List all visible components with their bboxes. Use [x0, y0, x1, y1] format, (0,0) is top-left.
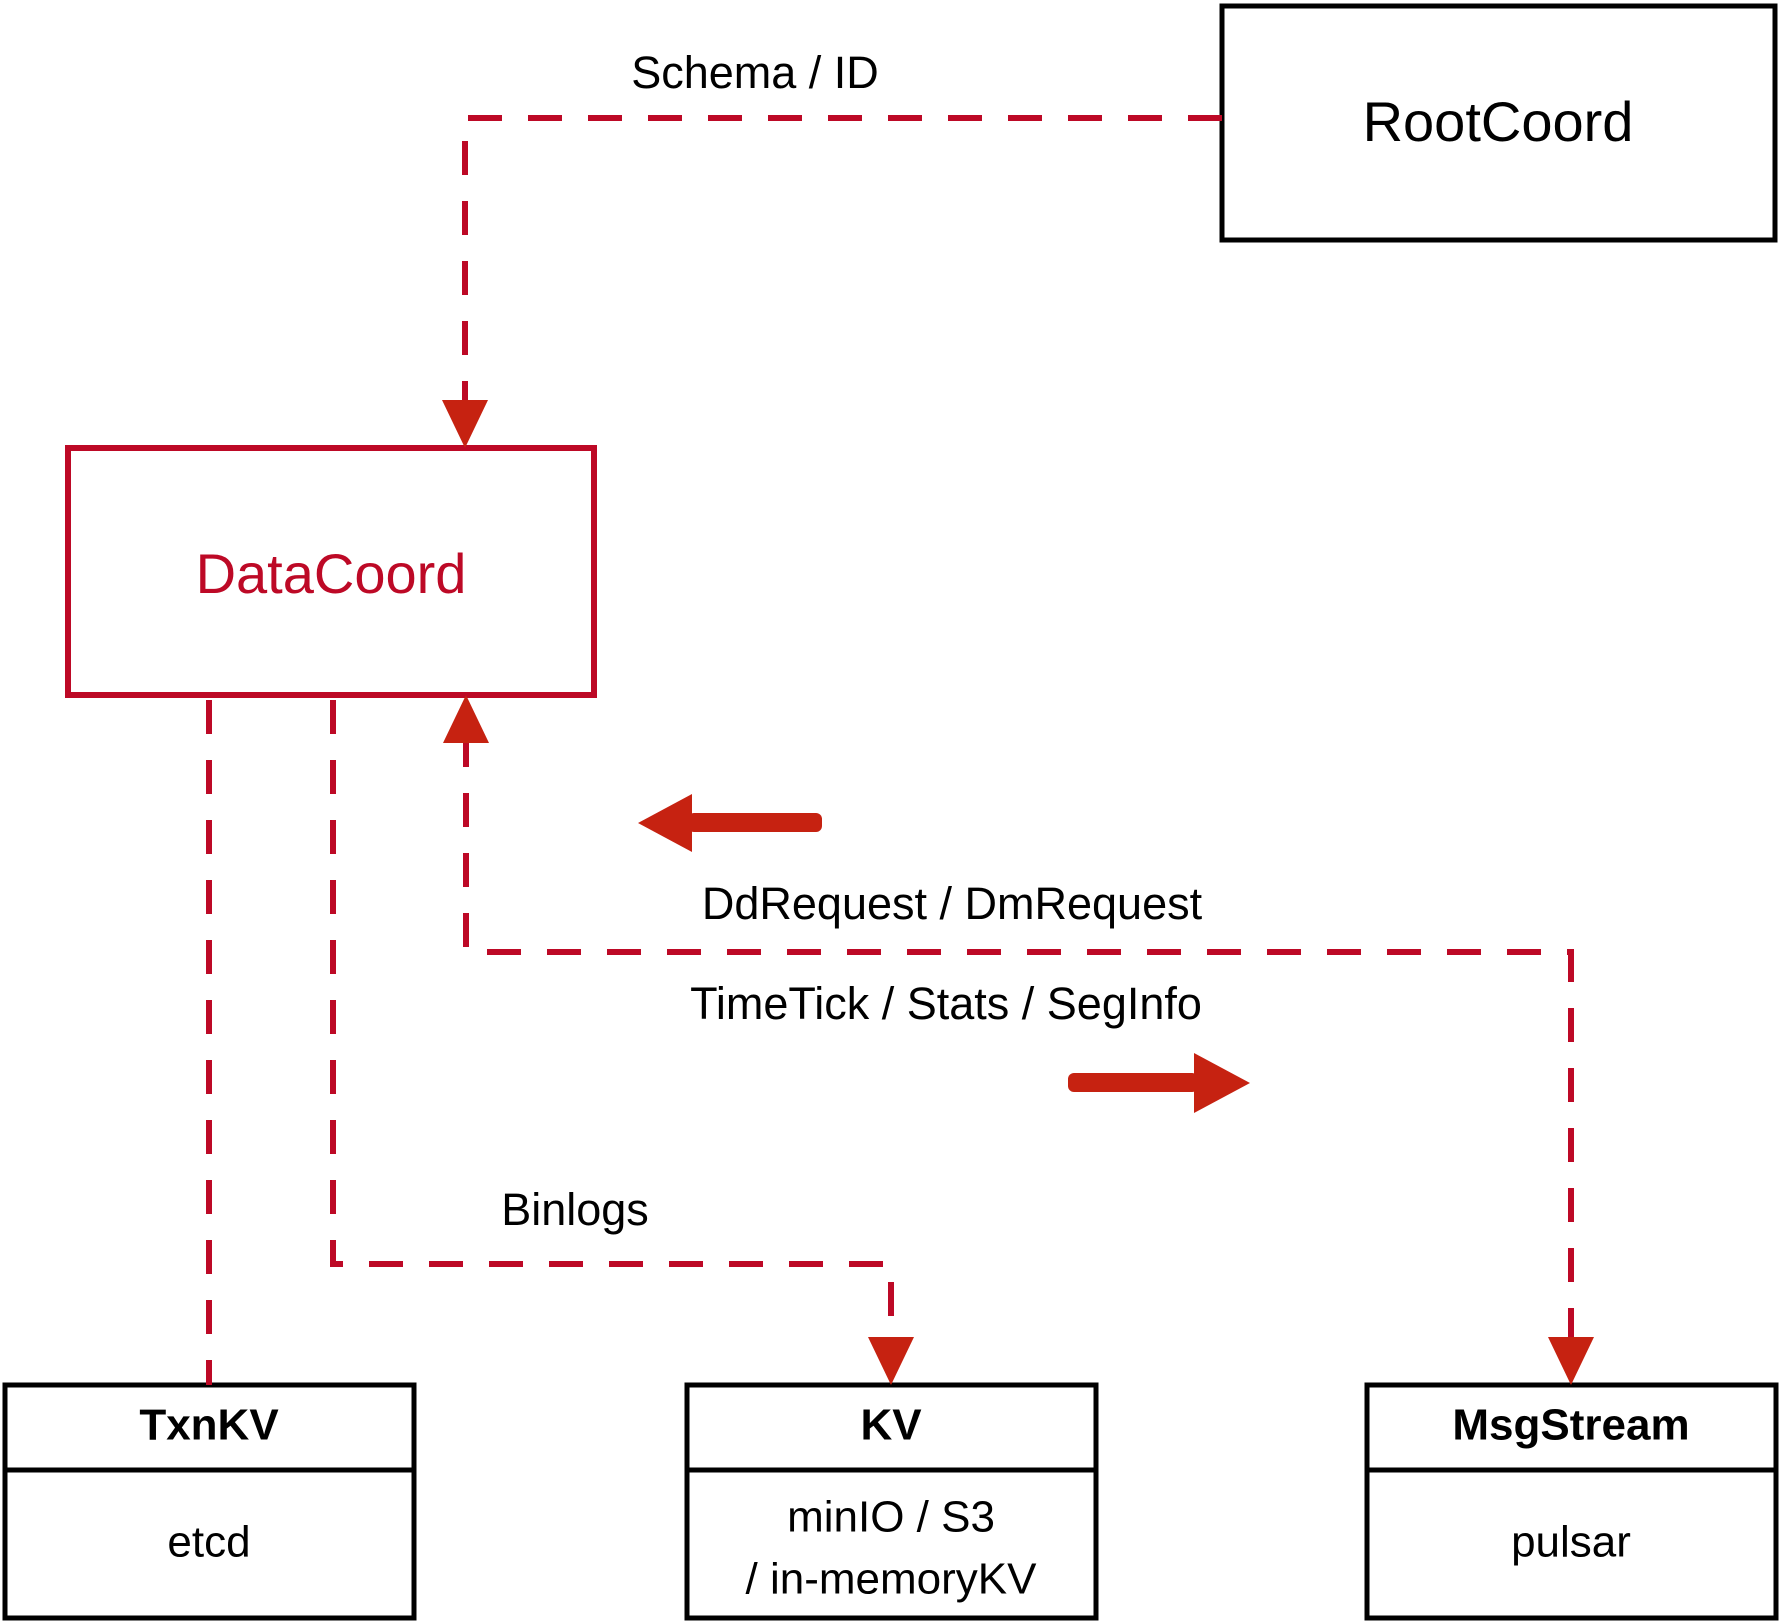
txnkv-subtitle: etcd: [167, 1518, 250, 1567]
ddrequest-arrowhead-up: [443, 695, 489, 743]
txnkv-title: TxnKV: [139, 1401, 279, 1450]
ddrequest-dmrequest-label: DdRequest / DmRequest: [702, 878, 1203, 929]
kv-subtitle-line2: / in-memoryKV: [746, 1555, 1038, 1604]
msgstream-arrowhead-down: [1548, 1337, 1594, 1385]
datacoord-box: [65, 445, 597, 698]
edge-msgstream-bus: DdRequest / DmRequest TimeTick / Stats /…: [443, 695, 1594, 1385]
ddrequest-direction-arrow: [638, 794, 822, 852]
edge-binlogs: Binlogs: [330, 700, 914, 1385]
binlogs-label: Binlogs: [501, 1184, 649, 1235]
node-msgstream[interactable]: MsgStream pulsar: [1364, 1382, 1779, 1621]
msgstream-box: [1364, 1382, 1779, 1621]
timetick-direction-arrow: [1068, 1053, 1250, 1113]
kv-subtitle-line1: minIO / S3: [787, 1493, 995, 1542]
node-txnkv[interactable]: TxnKV etcd: [2, 1382, 417, 1621]
msgstream-title: MsgStream: [1452, 1401, 1689, 1450]
datacoord-label: DataCoord: [196, 542, 467, 605]
binlogs-dashed-path: [330, 700, 894, 1343]
kv-title: KV: [860, 1401, 922, 1450]
rootcoord-box: [1219, 3, 1778, 243]
binlogs-arrowhead: [868, 1337, 914, 1385]
msgstream-dashed-path: [463, 733, 1574, 1345]
rootcoord-label: RootCoord: [1363, 90, 1634, 153]
edge-schema-id: Schema / ID: [442, 47, 1222, 448]
schema-id-dashed-path: [462, 115, 1222, 410]
node-datacoord[interactable]: DataCoord: [65, 445, 597, 698]
node-rootcoord[interactable]: RootCoord: [1219, 3, 1778, 243]
schema-id-label: Schema / ID: [631, 47, 879, 98]
timetick-stats-seginfo-label: TimeTick / Stats / SegInfo: [690, 978, 1202, 1029]
msgstream-subtitle: pulsar: [1511, 1518, 1631, 1567]
kv-box: [684, 1382, 1099, 1621]
schema-id-arrowhead: [442, 400, 488, 448]
node-kv[interactable]: KV minIO / S3 / in-memoryKV: [684, 1382, 1099, 1621]
